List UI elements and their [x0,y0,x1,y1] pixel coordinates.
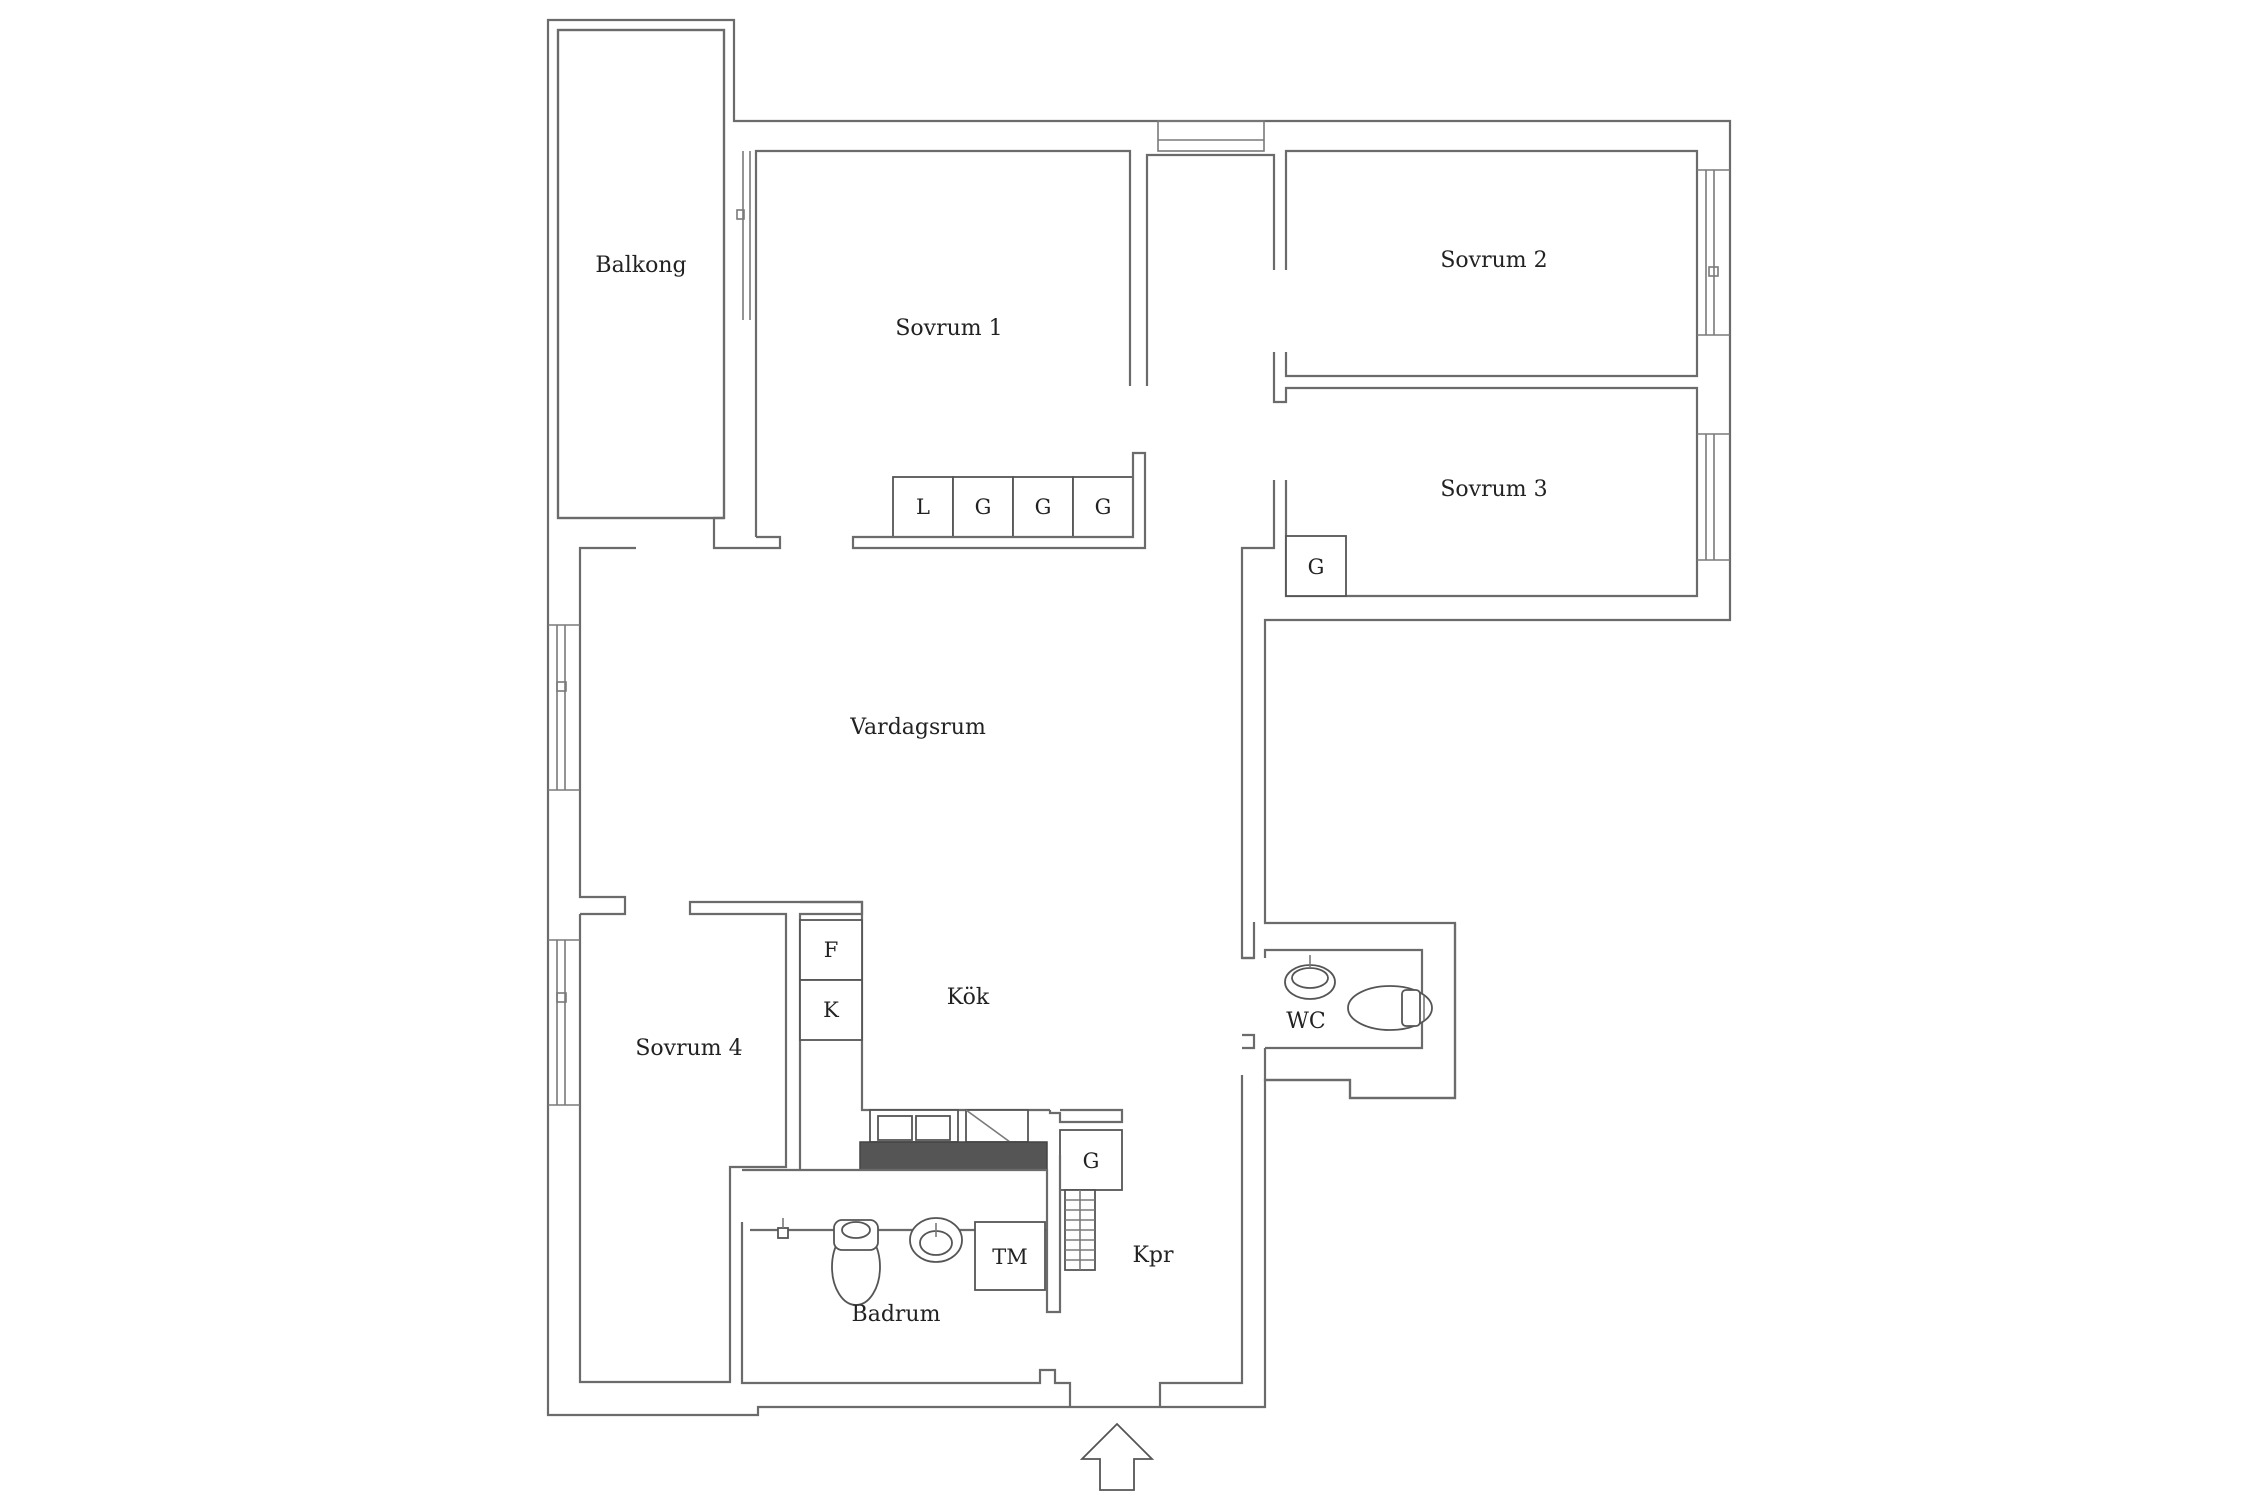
corridor-top [1145,120,1276,386]
outer-walls [546,18,1732,1417]
label-washing-machine: TM [992,1245,1028,1269]
wardrobe-row [851,451,1147,550]
label-wardrobe: G [1308,555,1325,579]
room-badrum [740,1075,1244,1407]
label-sovrum-1: Sovrum 1 [895,316,1002,341]
label-wardrobe: G [1035,495,1052,519]
room-labels: Balkong Sovrum 1 Sovrum 2 Sovrum 3 Varda… [595,248,1547,1327]
room-vardagsrum [548,546,636,916]
label-linen-closet: L [916,495,930,519]
label-balkong: Balkong [595,253,686,278]
balcony [556,28,726,520]
label-wardrobe: G [1083,1149,1100,1173]
label-wc: WC [1286,1009,1325,1034]
label-wardrobe: G [975,495,992,519]
room-sovrum-1 [712,149,1132,550]
label-vardagsrum: Vardagsrum [849,715,986,740]
room-sovrum-4 [548,900,864,1384]
label-sovrum-3: Sovrum 3 [1440,477,1547,502]
label-kok: Kök [947,985,990,1010]
entrance-arrow-icon [1079,1422,1155,1491]
storage-labels: L G G G G F K G TM [823,495,1324,1269]
label-sovrum-4: Sovrum 4 [635,1036,742,1061]
label-freezer: K [823,998,839,1022]
room-wc [1242,922,1457,1100]
label-sovrum-2: Sovrum 2 [1440,248,1547,273]
room-sovrum-3 [1240,352,1730,960]
label-badrum: Badrum [852,1302,941,1327]
label-kpr: Kpr [1132,1243,1174,1268]
room-sovrum-2 [1284,149,1730,378]
label-wardrobe: G [1095,495,1112,519]
room-kok [799,900,1124,1191]
label-fridge: F [824,938,839,962]
